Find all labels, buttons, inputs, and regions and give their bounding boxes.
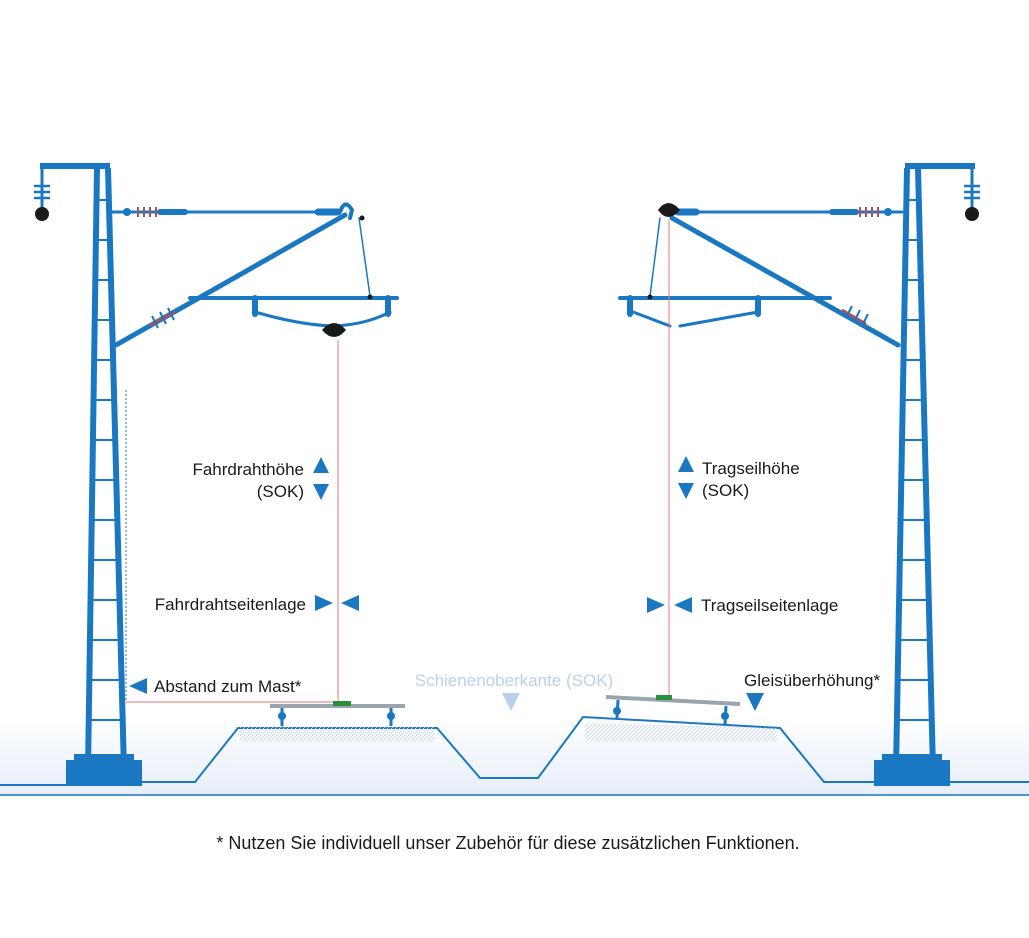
right-insulator-diagonal xyxy=(841,308,867,326)
label-abstand-zum-mast: Abstand zum Mast* xyxy=(154,677,302,696)
ground-profile xyxy=(0,715,1029,786)
triangle-down-icon xyxy=(678,483,694,499)
right-insulator-top xyxy=(859,207,879,217)
left-mast-base xyxy=(66,760,142,786)
triangle-up-icon xyxy=(313,457,329,473)
right-mast xyxy=(893,163,975,771)
left-track xyxy=(270,701,405,726)
triangle-up-icon xyxy=(678,456,694,472)
left-mast xyxy=(40,163,127,771)
right-catenary-clamp xyxy=(658,203,680,217)
triangle-down-icon xyxy=(502,693,520,711)
right-mast-base xyxy=(874,760,950,786)
left-contact-wire-clamp xyxy=(322,323,346,337)
label-schienenoberkante: Schienenoberkante (SOK) xyxy=(415,671,613,690)
triangle-down-icon xyxy=(313,484,329,500)
triangle-left-icon xyxy=(341,595,359,611)
label-gleisueberhoehung: Gleisüberhöhung* xyxy=(744,671,880,690)
label-fahrdrahtseitenlage: Fahrdrahtseitenlage xyxy=(155,595,306,614)
triangle-down-icon xyxy=(746,693,764,711)
ballast-left xyxy=(240,727,435,741)
triangle-right-icon xyxy=(315,595,333,611)
label-fahrdrahthoehe-sok: (SOK) xyxy=(257,482,304,501)
label-fahrdrahthoehe: Fahrdrahthöhe xyxy=(192,460,304,479)
left-insulator-top xyxy=(137,207,157,217)
left-top-insulator xyxy=(34,178,50,221)
label-tragseilhoehe: Tragseilhöhe xyxy=(702,459,800,478)
triangle-left-icon xyxy=(129,678,147,694)
footnote: * Nutzen Sie individuell unser Zubehör f… xyxy=(216,833,799,853)
label-tragseilseitenlage: Tragseilseitenlage xyxy=(701,596,838,615)
triangle-left-icon xyxy=(674,597,692,613)
triangle-right-icon xyxy=(647,597,665,613)
ballast-right xyxy=(585,723,778,741)
label-tragseilhoehe-sok: (SOK) xyxy=(702,481,749,500)
right-top-insulator xyxy=(964,178,980,221)
right-track xyxy=(605,695,741,725)
right-cantilever xyxy=(618,208,904,348)
